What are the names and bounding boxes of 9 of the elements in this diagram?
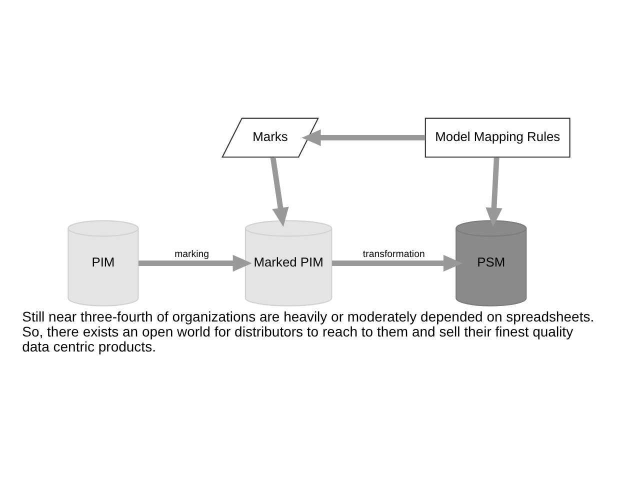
arrow — [138, 254, 252, 272]
arrow — [270, 157, 289, 227]
edge-label: transformation — [362, 248, 425, 260]
node-box: Model Mapping Rules — [424, 118, 570, 158]
arrow — [332, 254, 463, 272]
arrow — [302, 129, 426, 146]
caption: Still near three-fourth of organizations are heavily or moderately depended on spreadsheets. So, there exists an open world for distributors to reach to them and sell their finest quality data centric products. — [22, 308, 594, 354]
arrow — [486, 157, 502, 227]
edge-label: marking — [174, 248, 210, 260]
